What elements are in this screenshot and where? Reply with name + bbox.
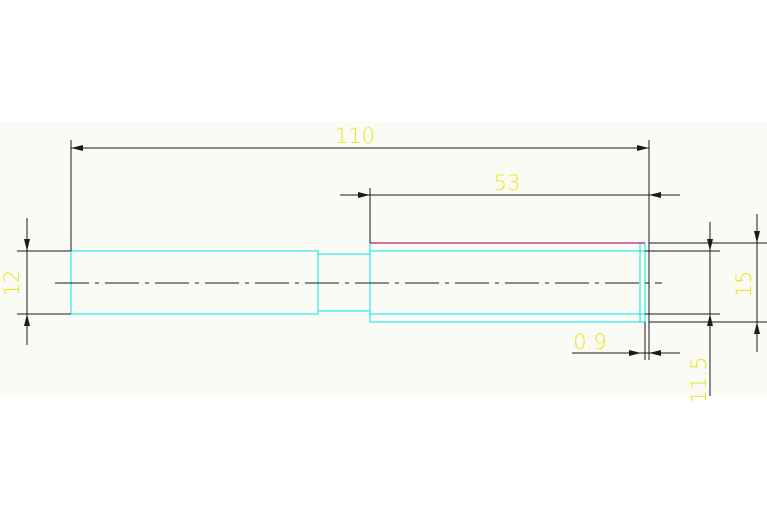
dim-label-large-diameter: 15 — [732, 271, 756, 298]
dim-label-half-diameter: 11.5 — [687, 357, 711, 404]
dim-label-shoulder-length: 53 — [494, 171, 521, 195]
drawing-sheet — [0, 122, 767, 396]
dim-label-small-diameter: 12 — [0, 270, 24, 297]
dim-label-overall-length: 110 — [335, 124, 375, 148]
dim-label-chamfer: 0.9 — [573, 330, 606, 354]
